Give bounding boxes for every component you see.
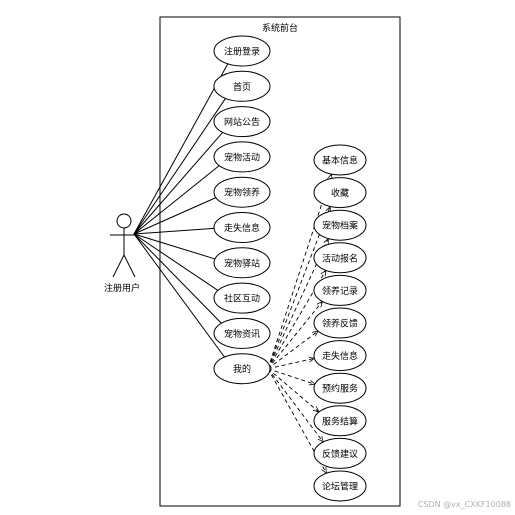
use-case-site-notice: 网站公告 xyxy=(213,106,271,138)
extension-label: 走失信息 xyxy=(322,350,358,362)
actor-label: 注册用户 xyxy=(104,282,140,294)
use-case-label: 注册登录 xyxy=(224,46,260,58)
extension-use-case-group: 基本信息收藏宠物档案活动报名领养记录领养反馈走失信息预约服务服务结算反馈建议论坛… xyxy=(313,144,367,502)
extension-ellipse xyxy=(313,307,367,339)
association-line xyxy=(133,98,226,235)
extend-arrow xyxy=(267,174,332,369)
system-boundary xyxy=(159,16,401,507)
extension-label: 基本信息 xyxy=(322,155,358,167)
use-case-pet-station: 宠物驿站 xyxy=(213,247,271,279)
use-case-label: 网站公告 xyxy=(224,116,260,128)
extension-label: 领养反馈 xyxy=(322,318,358,330)
extension-label: 领养记录 xyxy=(322,285,358,297)
association-line xyxy=(133,63,229,235)
extension-ellipse xyxy=(313,340,367,372)
association-line xyxy=(133,233,225,358)
extension-ellipse xyxy=(313,177,367,209)
use-case-pet-adoption: 宠物领养 xyxy=(213,176,271,208)
use-case-label: 社区互动 xyxy=(224,293,260,305)
use-case-ellipse xyxy=(213,317,271,349)
association-line xyxy=(133,233,222,324)
use-case-pet-news: 宠物资讯 xyxy=(213,317,271,349)
extension-label: 活动报名 xyxy=(322,252,358,264)
extension-adoption-record: 领养记录 xyxy=(313,274,367,306)
use-case-label: 宠物活动 xyxy=(224,151,260,163)
extension-ellipse xyxy=(313,242,367,274)
use-case-label: 宠物领养 xyxy=(224,187,260,199)
use-case-ellipse xyxy=(213,247,271,279)
use-case-home: 首页 xyxy=(213,70,271,102)
association-line xyxy=(133,233,216,260)
extension-pet-archive: 宠物档案 xyxy=(313,209,367,241)
extension-booking-service: 预约服务 xyxy=(313,372,367,404)
extension-activity-signup: 活动报名 xyxy=(313,242,367,274)
extension-label: 预约服务 xyxy=(322,383,358,395)
extend-arrow xyxy=(267,301,322,369)
actor-right-leg xyxy=(123,254,136,278)
extension-label: 反馈建议 xyxy=(322,448,358,460)
use-case-ellipse xyxy=(213,35,271,67)
actor-head xyxy=(116,213,132,229)
association-lines xyxy=(133,63,229,358)
use-case-ellipse xyxy=(213,212,271,243)
extension-label: 宠物档案 xyxy=(322,220,358,232)
use-case-community: 社区互动 xyxy=(213,282,271,314)
watermark: CSDN @vx_CXKF10088 xyxy=(418,500,511,509)
use-case-mine: 我的 xyxy=(213,353,271,385)
extension-ellipse xyxy=(313,209,367,241)
use-case-label: 首页 xyxy=(233,81,251,93)
extend-arrow xyxy=(267,368,323,442)
use-case-ellipse xyxy=(213,70,271,102)
extend-arrow xyxy=(267,206,330,369)
extension-basic-info: 基本信息 xyxy=(313,144,367,176)
extension-label: 服务结算 xyxy=(322,415,358,427)
use-case-lost-info: 走失信息 xyxy=(213,212,271,243)
extension-ellipse xyxy=(313,372,367,404)
extension-lost-info-2: 走失信息 xyxy=(313,340,367,372)
use-case-label: 宠物驿站 xyxy=(224,257,260,269)
extension-label: 论坛管理 xyxy=(322,481,358,493)
use-case-ellipse xyxy=(213,176,271,208)
extension-feedback-suggestion: 反馈建议 xyxy=(313,437,367,469)
use-case-ellipse xyxy=(213,106,271,138)
system-title: 系统前台 xyxy=(262,22,298,34)
extension-favorites: 收藏 xyxy=(313,177,367,209)
extension-label: 收藏 xyxy=(331,187,349,199)
association-line xyxy=(133,132,223,235)
extend-arrow xyxy=(267,368,319,412)
association-line xyxy=(133,197,217,235)
extend-arrow xyxy=(267,331,318,370)
extension-ellipse xyxy=(313,470,367,502)
use-case-ellipse xyxy=(213,282,271,314)
use-case-label: 走失信息 xyxy=(224,222,260,234)
association-line xyxy=(133,227,215,235)
use-case-label: 宠物资讯 xyxy=(224,328,260,340)
extend-arrow xyxy=(267,368,315,385)
extension-adoption-feedback: 领养反馈 xyxy=(313,307,367,339)
actor-left-leg xyxy=(112,254,125,278)
extension-ellipse xyxy=(313,144,367,176)
use-case-ellipse xyxy=(213,141,271,173)
extension-service-settlement: 服务结算 xyxy=(313,405,367,437)
actor-registered-user: 注册用户 xyxy=(104,213,140,294)
extension-ellipse xyxy=(313,437,367,469)
extension-ellipse xyxy=(313,274,367,306)
use-case-pet-activity: 宠物活动 xyxy=(213,141,271,173)
extension-forum-management: 论坛管理 xyxy=(313,470,367,502)
extension-ellipse xyxy=(313,405,367,437)
association-line xyxy=(133,165,220,235)
extend-arrow xyxy=(267,270,326,369)
use-case-label: 我的 xyxy=(233,363,251,375)
use-case-ellipse xyxy=(213,353,271,385)
extend-arrow xyxy=(267,358,314,370)
use-case-register-login: 注册登录 xyxy=(213,35,271,67)
association-line xyxy=(133,233,219,291)
